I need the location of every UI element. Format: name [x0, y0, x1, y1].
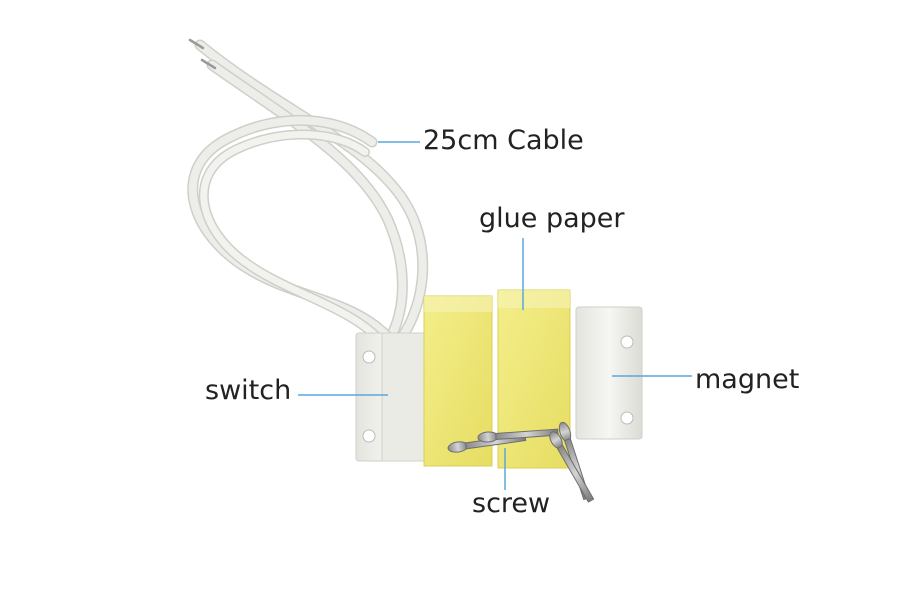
magnet-body	[575, 306, 643, 440]
switch-body	[355, 332, 429, 462]
switch-label: switch	[205, 375, 292, 406]
leader-lines	[298, 141, 692, 490]
cable-label: 25cm Cable	[423, 125, 584, 156]
screw-label: screw	[472, 488, 551, 519]
screws	[447, 421, 595, 503]
cable	[187, 38, 429, 351]
magnet-label: magnet	[695, 364, 800, 395]
glue-paper-label: glue paper	[479, 203, 625, 234]
